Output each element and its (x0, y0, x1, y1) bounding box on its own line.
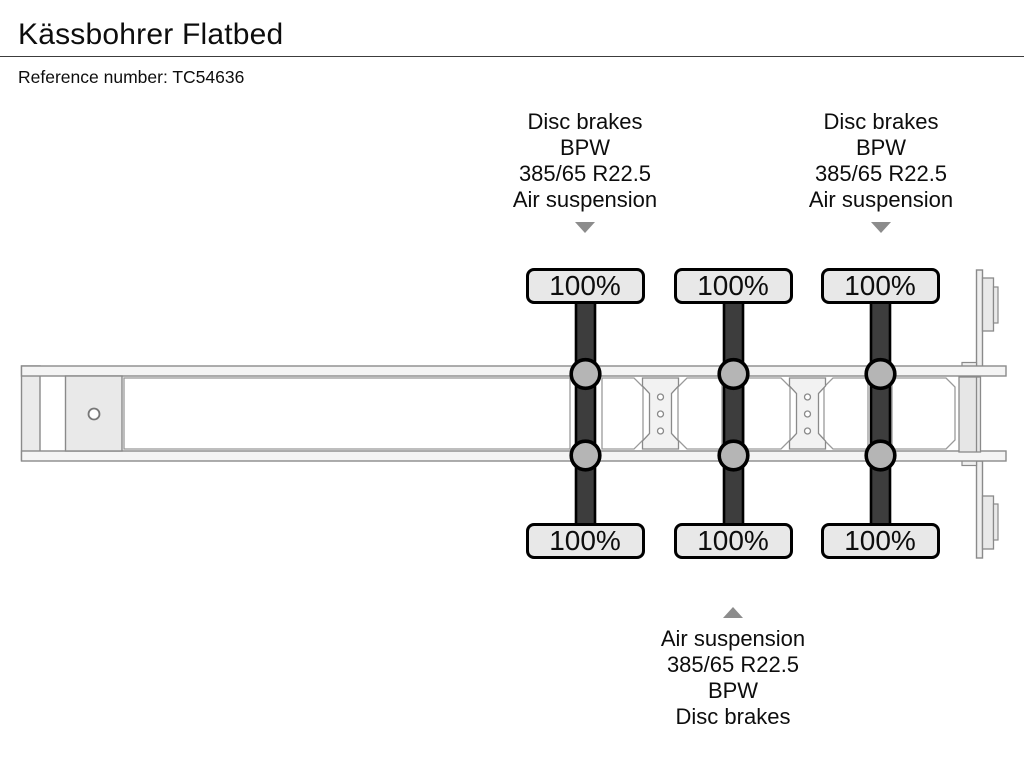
rear-bumper-plate-top (975, 269, 984, 368)
spec-line: BPW (855, 135, 907, 160)
wheel-hub-axle3-bottom (864, 439, 897, 472)
cross-member-hole (803, 393, 812, 401)
wheel-hub-axle1-bottom (569, 439, 602, 472)
cross-member-hole (656, 427, 665, 435)
header-divider (0, 56, 1024, 57)
axle-3-specs: Disc brakes BPW 385/65 R22.5 Air suspens… (809, 109, 953, 213)
axle-3-top-tire-condition: 100% (820, 268, 940, 304)
axle-1-top-tire-condition: 100% (525, 268, 645, 304)
axle-1-bottom-tire-condition: 100% (525, 523, 645, 559)
frame-panel (601, 377, 644, 450)
axle-bar-3 (869, 297, 892, 531)
cross-member-hole (803, 427, 812, 435)
spec-line: 385/65 R22.5 (518, 161, 652, 186)
wheel-hub-axle2-bottom (717, 439, 750, 472)
axle-1-specs: Disc brakes BPW 385/65 R22.5 Air suspens… (513, 109, 657, 213)
wheel-hub-axle3-top (864, 357, 897, 391)
axle-2-bottom-tire-condition: 100% (673, 523, 793, 559)
rear-light-bracket-top-inner (992, 286, 999, 324)
chassis-front-cap (20, 365, 41, 461)
chassis-top-rail (20, 365, 1007, 377)
wheel-hub-axle2-top (717, 357, 750, 391)
cross-member-hole (803, 410, 812, 418)
arrow-down-icon (871, 222, 891, 233)
rear-cross-member (958, 376, 982, 453)
chassis-bottom-rail (20, 450, 1007, 462)
spec-line: 385/65 R22.5 (666, 652, 800, 677)
wheel-hub-axle1-top (569, 357, 602, 391)
frame-panel (823, 377, 869, 450)
spec-line: BPW (559, 135, 611, 160)
spec-line: 385/65 R22.5 (814, 161, 948, 186)
cross-member-hole (656, 410, 665, 418)
axle-2-specs: Air suspension 385/65 R22.5 BPW Disc bra… (661, 626, 805, 730)
axle-2-top-tire-condition: 100% (673, 268, 793, 304)
cross-member-plate (641, 377, 680, 450)
cross-member-plate (788, 377, 827, 450)
frame-panel (743, 377, 791, 450)
frame-panel (891, 377, 956, 450)
arrow-down-icon (575, 222, 595, 233)
axle-bar-1 (574, 297, 597, 531)
spec-line: BPW (707, 678, 759, 703)
frame-panel (123, 377, 571, 450)
spec-line: Air suspension (512, 187, 658, 212)
spec-line: Disc brakes (527, 109, 643, 134)
axle-bar-2 (722, 297, 745, 531)
arrow-up-icon (723, 607, 743, 618)
axle-3-bottom-tire-condition: 100% (820, 523, 940, 559)
reference-number: Reference number: TC54636 (18, 67, 245, 87)
spec-line: Disc brakes (823, 109, 939, 134)
rear-bumper-plate-bottom (975, 460, 984, 559)
kingpin (87, 407, 101, 421)
rear-light-bracket-bottom-inner (992, 503, 999, 541)
rear-light-bracket-bottom (981, 495, 995, 550)
spec-line: Disc brakes (675, 704, 791, 729)
frame-panel (677, 377, 723, 450)
rear-light-bracket-top (981, 277, 995, 332)
cross-member-hole (656, 393, 665, 401)
page-title: Kässbohrer Flatbed (18, 18, 284, 51)
spec-line: Air suspension (660, 626, 806, 651)
spec-line: Air suspension (808, 187, 954, 212)
